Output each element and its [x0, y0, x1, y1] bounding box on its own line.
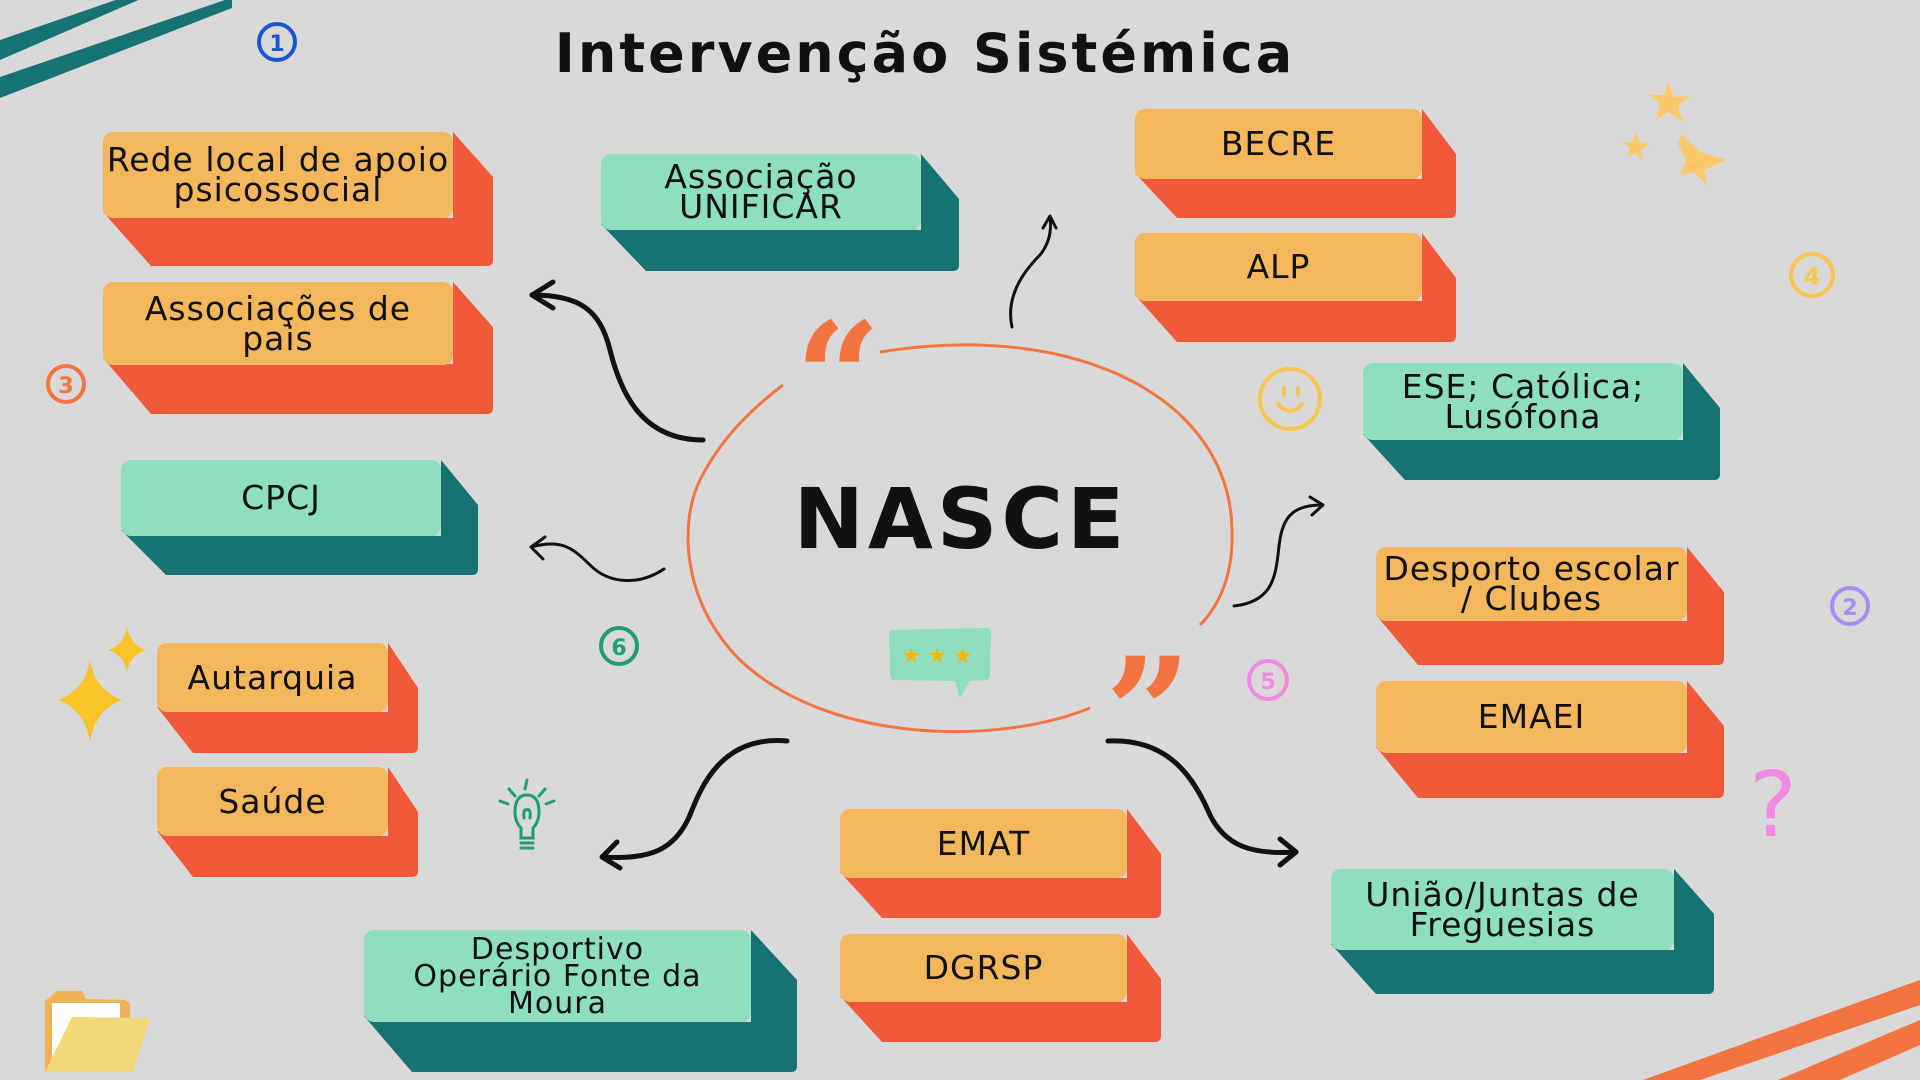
node-label: Desporto escolar [1383, 549, 1680, 588]
orange-stripe [1643, 980, 1920, 1080]
quote-open-icon: “ [795, 290, 881, 466]
node-label: Desportivo [470, 931, 645, 967]
svg-text:★★★: ★★★ [901, 644, 978, 669]
node-label: ALP [1246, 247, 1311, 286]
folder-icon [45, 991, 150, 1072]
center-label: NASCE [793, 470, 1129, 568]
node-label: Associações de [144, 288, 412, 328]
node-label: DGRSP [923, 948, 1044, 987]
center-ellipse [686, 383, 1091, 734]
node-label: EMAEI [1477, 697, 1586, 736]
number-6-icon: 6 [599, 626, 639, 666]
orange-stripe [1778, 1020, 1920, 1080]
rating-bubble-icon: ★★★ [889, 628, 991, 698]
node-label: Saúde [218, 781, 327, 821]
svg-text:1: 1 [269, 32, 284, 57]
arrow-to-desportivo [599, 738, 790, 871]
page-title: Intervenção Sistémica [554, 22, 1296, 85]
node-label: Lusófona [1444, 396, 1602, 436]
arrow-to-ese [1232, 495, 1325, 608]
lightbulb-icon [498, 778, 556, 850]
teal-stripe [0, 0, 139, 60]
node-label: Operário Fonte da [413, 958, 702, 994]
teal-stripe [0, 0, 232, 98]
node-label: BECRE [1220, 124, 1337, 163]
svg-text:5: 5 [1260, 670, 1275, 695]
node-label: psicossocial [173, 170, 383, 209]
number-2-icon: 2 [1830, 586, 1870, 626]
stars-icon [1622, 82, 1726, 186]
node-label: EMAT [936, 823, 1031, 863]
node-label: Autarquia [187, 657, 358, 697]
arrow-to-uniao [1105, 738, 1299, 868]
smiley-icon [1258, 367, 1322, 431]
arrow-to-becre [1009, 214, 1058, 329]
sparkle-icon [58, 627, 146, 742]
number-3-icon: 3 [46, 364, 86, 404]
node-label: / Clubes [1460, 579, 1603, 618]
node-label: Moura [508, 985, 607, 1021]
node-label: Rede local de apoio [106, 140, 450, 179]
number-4-icon: 4 [1789, 252, 1835, 298]
node-label: União/Juntas de [1365, 874, 1640, 914]
node-label: pais [242, 318, 314, 358]
node-label: CPCJ [241, 478, 321, 517]
node-label: Freguesias [1409, 904, 1596, 944]
arrow-to-cpcj [529, 535, 666, 582]
quote-close-icon: ” [1105, 625, 1191, 801]
arrow-to-associacoes [529, 279, 706, 443]
question-mark-icon: ? [1749, 753, 1797, 858]
svg-text:4: 4 [1804, 263, 1821, 291]
svg-text:2: 2 [1842, 596, 1857, 621]
node-label: ESE; Católica; [1401, 366, 1645, 406]
node-label: Associação [664, 157, 858, 196]
svg-text:3: 3 [58, 374, 73, 399]
center-ellipse [879, 343, 1234, 627]
number-5-icon: 5 [1247, 659, 1289, 701]
number-1-icon: 1 [257, 22, 297, 62]
svg-text:6: 6 [611, 636, 626, 661]
node-label: UNIFICAR [679, 187, 843, 226]
